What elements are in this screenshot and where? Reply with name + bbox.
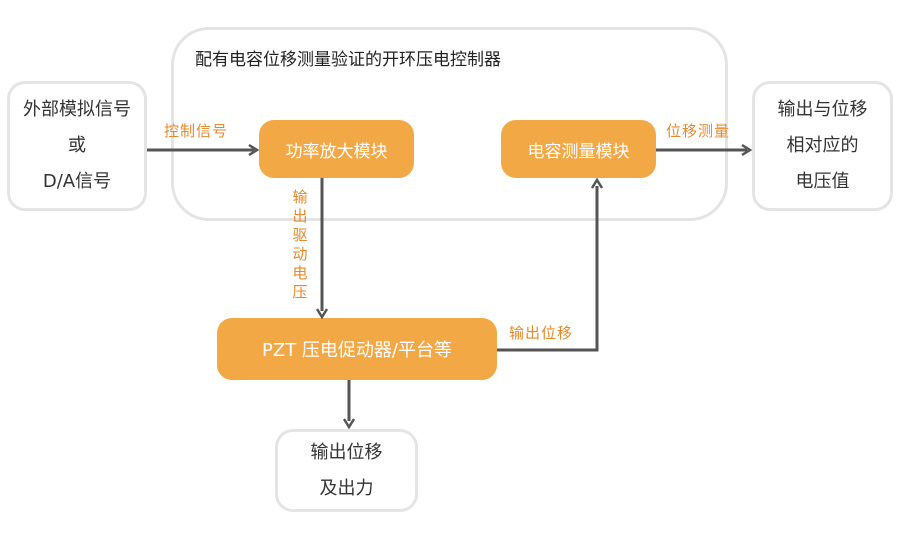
- output-voltage-box: 输出与位移 相对应的 电压值: [752, 81, 893, 211]
- pzt-actuator: PZT 压电促动器/平台等: [217, 318, 497, 380]
- drive-voltage-char: 电: [292, 264, 308, 282]
- output-line: 相对应的: [786, 135, 859, 156]
- cap-measure-module: 电容测量模块: [501, 120, 656, 178]
- drive-voltage-char: 动: [292, 245, 308, 263]
- result-line: 输出位移: [310, 441, 383, 463]
- result-box: 输出位移 及出力: [275, 429, 418, 512]
- arrowhead: [590, 177, 604, 189]
- input-line: D/A信号: [42, 171, 112, 192]
- power-amp-module: 功率放大模块: [259, 120, 414, 178]
- drive-voltage-label: 输 出 驱 动 电 压: [291, 188, 309, 302]
- control-signal-label: 控制信号: [164, 122, 229, 140]
- drive-voltage-char: 出: [292, 207, 308, 225]
- controller-title: 配有电容位移测量验证的开环压电控制器: [195, 50, 501, 70]
- arrowhead: [315, 308, 329, 320]
- arrow-pzt-to-cap: [497, 186, 599, 352]
- input-line: 或: [68, 135, 86, 156]
- displacement-measure-label: 位移测量: [666, 122, 731, 140]
- drive-voltage-char: 压: [292, 283, 308, 301]
- input-line: 外部模拟信号: [23, 99, 131, 120]
- arrowhead: [248, 143, 260, 157]
- arrowhead: [741, 143, 753, 157]
- arrowhead: [342, 418, 356, 430]
- output-displacement-label: 输出位移: [509, 324, 574, 342]
- output-line: 输出与位移: [777, 99, 868, 120]
- output-line: 电压值: [795, 171, 850, 192]
- result-line: 及出力: [319, 477, 374, 499]
- drive-voltage-char: 驱: [292, 226, 308, 244]
- input-signal-box: 外部模拟信号 或 D/A信号: [7, 81, 147, 211]
- drive-voltage-char: 输: [292, 188, 308, 206]
